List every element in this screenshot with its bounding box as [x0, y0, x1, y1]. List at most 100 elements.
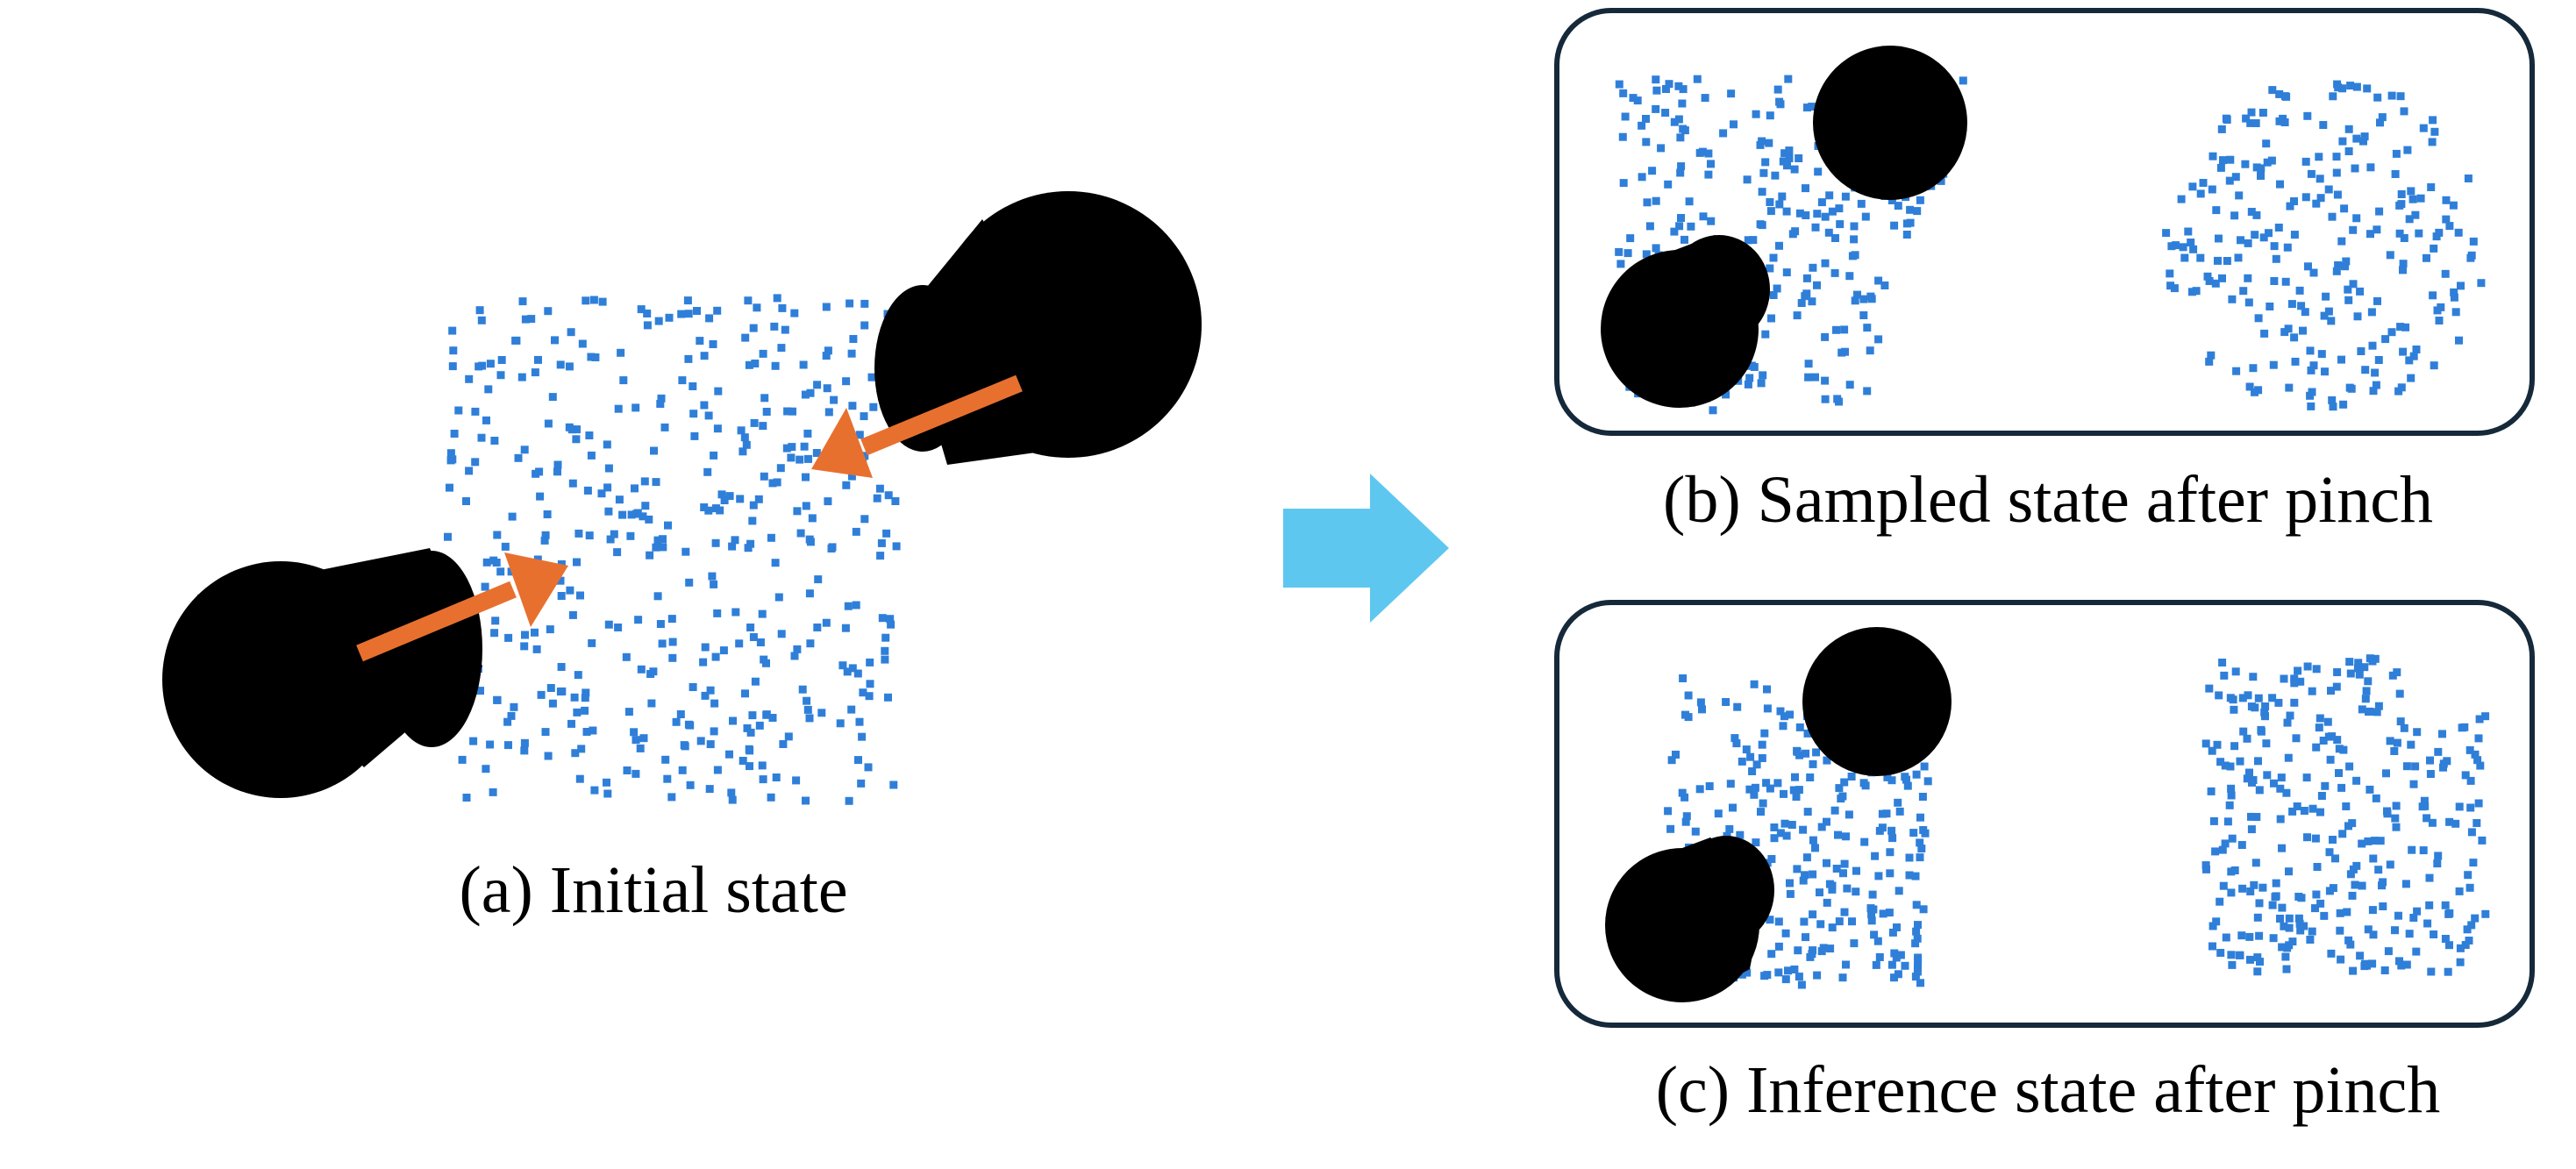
particle: [2245, 382, 2254, 391]
particle: [2196, 189, 2205, 198]
particle: [1802, 749, 1810, 758]
particle: [646, 551, 654, 560]
particle: [2228, 295, 2237, 303]
particle: [565, 362, 574, 371]
particle: [758, 609, 767, 618]
particle: [652, 478, 660, 487]
particle: [2407, 374, 2415, 382]
particle: [1633, 96, 1642, 105]
particle: [1750, 680, 1759, 688]
panel-c: (c) Inference state after pinch: [1554, 600, 2535, 1127]
particle: [2451, 819, 2460, 828]
particle: [2466, 803, 2475, 812]
particle: [2257, 725, 2266, 734]
particle: [570, 693, 579, 702]
particle: [2251, 119, 2260, 127]
particle: [2355, 670, 2364, 679]
particle: [1638, 121, 1646, 130]
transition-arrow-icon: [1283, 474, 1449, 623]
particle: [1888, 928, 1897, 937]
particle: [678, 376, 687, 385]
particle: [2275, 89, 2284, 98]
particle: [1795, 786, 1803, 795]
particle-cloud-inference-right: [2201, 654, 2490, 976]
particle: [1738, 757, 1746, 766]
particle: [2391, 814, 2400, 823]
particle: [2392, 149, 2401, 158]
particle: [1813, 971, 1822, 980]
particle: [704, 411, 713, 420]
particle: [1758, 754, 1766, 762]
particle: [2349, 225, 2358, 234]
particle: [806, 388, 815, 397]
particle: [1676, 133, 1685, 142]
particle: [2241, 160, 2250, 168]
particle: [2290, 698, 2299, 707]
particle: [1806, 773, 1815, 781]
particle: [2419, 846, 2428, 855]
particle: [1652, 244, 1660, 253]
particle: [2358, 705, 2366, 714]
particle: [869, 403, 878, 411]
particle: [1782, 207, 1791, 216]
particle: [759, 349, 767, 358]
particle: [686, 781, 695, 789]
particle: [873, 494, 881, 503]
particle: [822, 303, 831, 311]
particle: [2445, 222, 2454, 231]
particle: [1771, 171, 1780, 180]
particle: [2365, 785, 2374, 794]
particle: [2346, 940, 2355, 949]
particle: [660, 423, 669, 431]
particle: [1860, 838, 1869, 846]
pincher-left-icon: [162, 548, 482, 798]
particle: [658, 639, 667, 648]
particle: [1826, 944, 1835, 953]
particle: [847, 472, 856, 481]
particle: [690, 431, 699, 440]
particle: [1847, 773, 1856, 781]
particle: [2366, 230, 2374, 239]
particle: [2257, 172, 2265, 180]
particle: [681, 547, 690, 556]
particle: [2336, 909, 2344, 917]
particle: [2383, 809, 2392, 818]
particle: [490, 629, 499, 638]
particle: [2213, 740, 2222, 749]
particle: [2192, 287, 2201, 296]
particle: [632, 736, 640, 745]
particle: [2260, 708, 2269, 716]
particle: [859, 688, 867, 697]
particle: [805, 714, 814, 723]
particle: [2235, 191, 2244, 200]
particle: [1766, 111, 1774, 120]
particle: [471, 458, 480, 467]
particle: [2219, 881, 2228, 890]
particle: [2320, 311, 2329, 320]
particle: [887, 620, 896, 629]
particle: [603, 789, 612, 798]
particle: [2356, 287, 2365, 296]
particle: [2338, 84, 2347, 93]
particle: [2481, 909, 2490, 918]
particle: [2319, 737, 2328, 745]
particle: [2235, 951, 2244, 959]
particle: [2312, 199, 2321, 208]
particle: [2285, 383, 2294, 392]
particle: [647, 699, 656, 708]
particle: [603, 483, 612, 492]
particle: [847, 349, 856, 358]
particle: [805, 589, 814, 598]
particle: [842, 481, 851, 489]
particle: [2244, 691, 2252, 700]
particle: [614, 404, 623, 413]
particle: [748, 711, 757, 720]
particle: [2365, 708, 2373, 716]
particle: [2381, 335, 2390, 344]
particle: [1852, 866, 1860, 875]
particle: [2227, 784, 2236, 793]
particle: [2229, 695, 2237, 704]
particle: [1722, 390, 1730, 399]
particle: [1852, 887, 1860, 896]
particle: [1867, 916, 1876, 925]
